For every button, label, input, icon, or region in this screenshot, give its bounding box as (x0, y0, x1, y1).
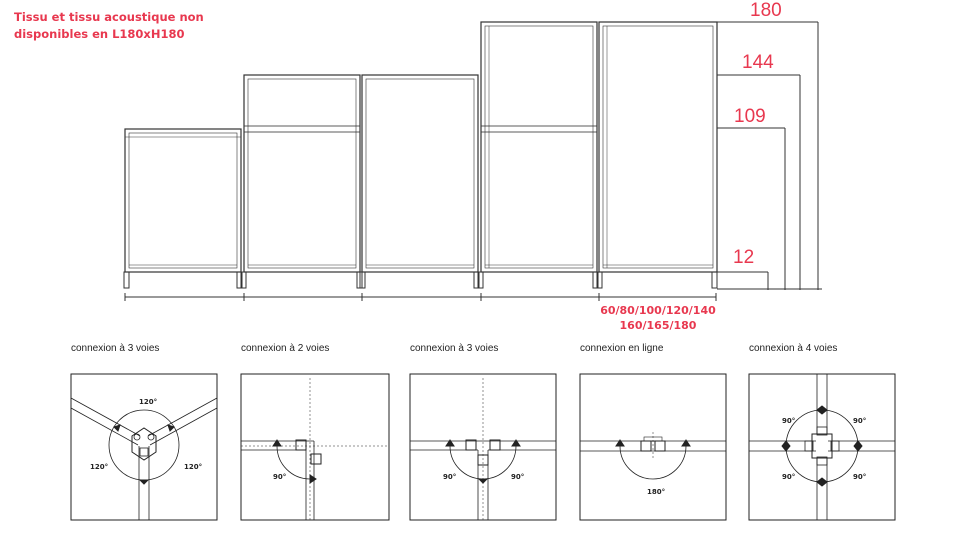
connection-title-4: connexion en ligne (580, 343, 664, 354)
note-line-1: Tissu et tissu acoustique non (14, 10, 204, 24)
angle-label: 90° (782, 473, 795, 481)
connection-diagram-5 (748, 373, 896, 521)
angle-label: 180° (647, 488, 665, 496)
connection-diagram-4 (579, 373, 727, 521)
height-label-144: 144 (742, 52, 774, 73)
connection-title-5: connexion à 4 voies (749, 343, 838, 354)
angle-labels: 120° 120° 120° 90° 90° 90° 180° 90° 90° … (90, 398, 866, 496)
height-label-12: 12 (733, 247, 755, 268)
angle-label: 120° (184, 463, 202, 471)
panel-3 (359, 74, 480, 289)
panel-4 (477, 21, 599, 289)
height-dimension-lines (717, 21, 822, 290)
panel-1 (123, 128, 243, 289)
panel-5 (596, 21, 718, 289)
connection-diagram-3 (409, 373, 557, 521)
angle-label: 90° (273, 473, 286, 481)
width-dimension-line (124, 293, 717, 301)
panel-group (123, 21, 822, 301)
height-label-109: 109 (734, 106, 766, 127)
connection-diagrams (70, 373, 896, 521)
availability-note: Tissu et tissu acoustique non disponible… (14, 9, 274, 43)
angle-label: 90° (443, 473, 456, 481)
angle-label: 90° (511, 473, 524, 481)
angle-label: 90° (782, 417, 795, 425)
connection-diagram-1 (70, 373, 218, 521)
width-values: 60/80/100/120/140 160/165/180 (592, 303, 724, 333)
panel-2 (240, 74, 363, 289)
note-line-2: disponibles en L180xH180 (14, 27, 185, 41)
height-label-180: 180 (750, 0, 782, 21)
angle-label: 90° (853, 473, 866, 481)
angle-label: 90° (853, 417, 866, 425)
angle-label: 120° (139, 398, 157, 406)
width-values-line-2: 160/165/180 (619, 319, 697, 332)
width-values-line-1: 60/80/100/120/140 (600, 304, 716, 317)
angle-label: 120° (90, 463, 108, 471)
connection-title-2: connexion à 2 voies (241, 343, 330, 354)
connection-diagram-2 (240, 373, 390, 521)
connection-title-1: connexion à 3 voies (71, 343, 160, 354)
connection-title-3: connexion à 3 voies (410, 343, 499, 354)
